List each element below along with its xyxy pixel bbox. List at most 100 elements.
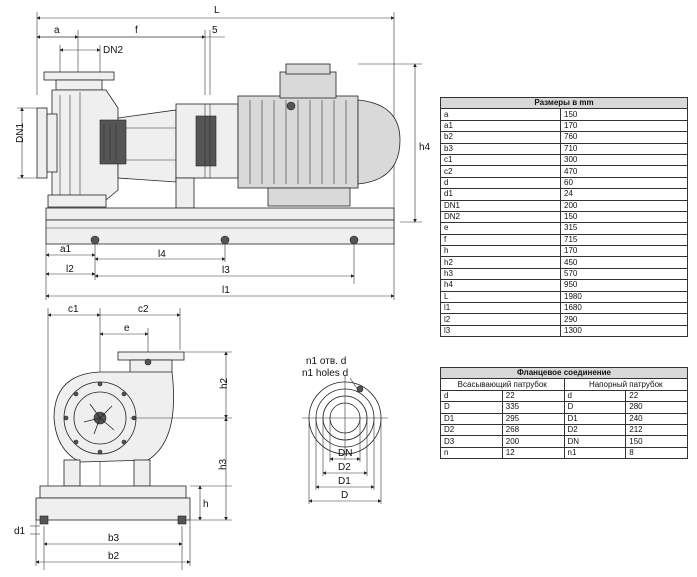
flange-cell-v2: 150 xyxy=(625,435,688,448)
flange-cell-k1: D3 xyxy=(440,435,503,448)
dimension-value: 150 xyxy=(560,108,688,121)
flange-cell-v1: 22 xyxy=(501,389,565,403)
flange-cell-k2: DN xyxy=(563,435,627,448)
dim-f-label: f xyxy=(135,25,138,36)
dim-h3-label: h3 xyxy=(218,458,229,470)
flange-holes-label-ru: n1 отв. d xyxy=(306,356,346,367)
dimension-key: b3 xyxy=(440,142,561,155)
flange-cell-k1: n xyxy=(440,446,503,460)
dimension-value: 315 xyxy=(560,222,688,235)
dimension-value: 715 xyxy=(560,233,688,247)
discharge-header: Напорный патрубок xyxy=(563,378,688,391)
flange-table-title: Фланцевое соединение xyxy=(440,366,688,380)
dim-b2-label: b2 xyxy=(108,551,120,562)
dim-d1-label: d1 xyxy=(14,526,26,537)
dim-h2-label: h2 xyxy=(219,377,230,389)
flange-D1-label: D1 xyxy=(338,476,351,487)
dim-5-label: 5 xyxy=(212,25,218,36)
flange-cell-v1: 200 xyxy=(501,435,565,448)
dimension-value: 1680 xyxy=(560,302,688,315)
dimension-key: b2 xyxy=(440,131,561,144)
flange-cell-k1: D1 xyxy=(440,412,503,425)
dimension-key: l1 xyxy=(440,302,561,315)
dimension-key: a1 xyxy=(440,119,561,133)
dimension-value: 760 xyxy=(560,131,688,144)
dimension-value: 300 xyxy=(560,153,688,167)
dimension-key: c1 xyxy=(440,153,561,167)
suction-header: Всасывающий патрубок xyxy=(440,378,565,391)
dimension-value: 170 xyxy=(560,119,688,133)
dimension-key: h3 xyxy=(440,267,561,281)
flange-cell-k2: D2 xyxy=(563,423,627,437)
dimension-value: 470 xyxy=(560,165,688,178)
dim-DN1-label: DN1 xyxy=(15,123,26,143)
side-view: L a f 5 DN2 DN1 xyxy=(15,5,431,300)
dimension-key: a xyxy=(440,108,561,121)
dimension-key: e xyxy=(440,222,561,235)
dim-l3-label: l3 xyxy=(222,265,230,276)
flange-cell-v2: 22 xyxy=(625,389,688,403)
dim-l4-label: l4 xyxy=(158,249,166,260)
dim-L-label: L xyxy=(214,5,220,16)
dim-l1-label: l1 xyxy=(222,285,230,296)
dim-c1-label: c1 xyxy=(68,304,79,315)
flange-DN-label: DN xyxy=(338,448,352,459)
flange-cell-k2: n1 xyxy=(563,446,627,460)
dimension-value: 450 xyxy=(560,256,688,269)
flange-cell-k2: D xyxy=(563,401,627,414)
dimension-key: c2 xyxy=(440,165,561,178)
dimension-key: l3 xyxy=(440,324,561,338)
dimension-value: 150 xyxy=(560,210,688,224)
flange-cell-v1: 268 xyxy=(501,423,565,437)
dimension-value: 1980 xyxy=(560,290,688,304)
dimension-value: 290 xyxy=(560,313,688,326)
flange-cell-k2: d xyxy=(563,389,627,403)
flange-cell-v1: 12 xyxy=(501,446,565,460)
dim-h-label: h xyxy=(203,499,209,510)
flange-D-label: D xyxy=(341,490,348,501)
flange-cell-k2: D1 xyxy=(563,412,627,425)
flange-cell-k1: d xyxy=(440,389,503,403)
flange-view: n1 отв. d n1 holes d DN D2 D1 D xyxy=(302,356,388,504)
dimension-key: h xyxy=(440,245,561,258)
dim-a-label: a xyxy=(54,25,60,36)
dimension-key: d xyxy=(440,176,561,190)
dim-b3-label: b3 xyxy=(108,533,120,544)
dimension-key: h4 xyxy=(440,279,561,292)
dimension-key: L xyxy=(440,290,561,304)
dimension-value: 710 xyxy=(560,142,688,155)
flange-cell-v2: 240 xyxy=(625,412,688,425)
dimension-value: 24 xyxy=(560,188,688,201)
flange-cell-k1: D xyxy=(440,401,503,414)
dim-DN2-label: DN2 xyxy=(103,45,123,56)
dimensions-table-title: Размеры в mm xyxy=(440,96,688,110)
flange-cell-v1: 335 xyxy=(501,401,565,414)
dimension-key: l2 xyxy=(440,313,561,326)
dimension-value: 60 xyxy=(560,176,688,190)
dimension-value: 950 xyxy=(560,279,688,292)
